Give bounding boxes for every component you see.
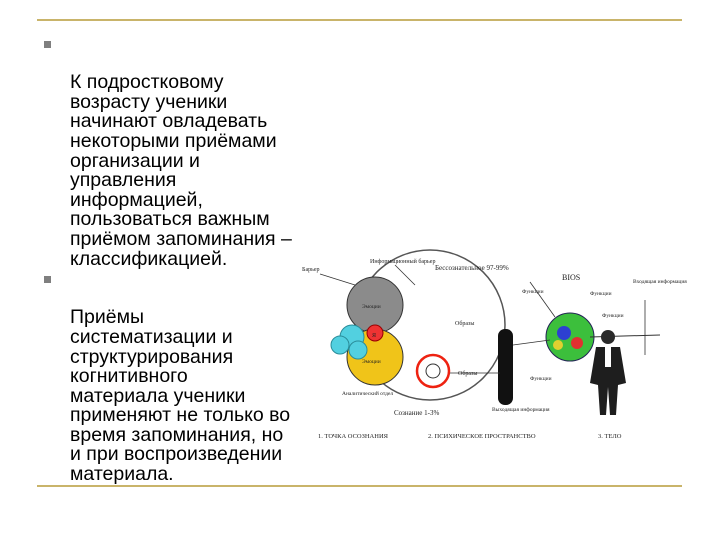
bullet-square-icon xyxy=(44,276,51,284)
focus-point xyxy=(425,363,441,379)
label-right-b: Функции xyxy=(590,291,612,297)
footer-2: 2. ПСИХИЧЕСКОЕ ПРОСТРАНСТВО xyxy=(428,433,536,440)
label-images-2: Образы xyxy=(458,370,477,377)
bullet-item: К подростковому возрасту ученики начинаю… xyxy=(44,34,324,269)
label-outgoing: Выходящая информация xyxy=(492,406,550,413)
label-conscious: Сознание 1-3% xyxy=(394,409,439,417)
label-top-left: Барьер xyxy=(302,267,320,273)
blue-dot xyxy=(557,326,571,340)
bullet-square-icon xyxy=(44,41,51,48)
label-unconscious: Бессознательное 97-99% xyxy=(435,264,509,272)
red-dot xyxy=(571,337,583,349)
mind-diagram: Информационный барьер Барьер Бессознател… xyxy=(302,249,687,440)
footer-1: 1. ТОЧКА ОСОЗНАНИЯ xyxy=(318,433,389,440)
label-incoming: Входящая информация xyxy=(633,278,687,285)
black-bar xyxy=(498,329,513,405)
top-divider xyxy=(37,19,682,21)
label-left-yellow: Эмоции xyxy=(362,359,381,365)
label-right-a: Функции xyxy=(522,289,544,295)
label-analytical: Аналитический отдел xyxy=(342,390,393,397)
label-left-gray: Эмоции xyxy=(362,304,381,310)
bullet-list: К подростковому возрасту ученики начинаю… xyxy=(44,34,324,485)
person-icon xyxy=(590,347,626,415)
green-circle xyxy=(545,312,595,362)
cyan-blob xyxy=(348,340,368,360)
bullet-text: К подростковому возрасту ученики начинаю… xyxy=(70,71,292,270)
label-right-d: Функции xyxy=(530,376,552,382)
shirt xyxy=(605,347,611,367)
bullet-item: Приёмы систематизации и структурирования… xyxy=(44,269,324,485)
label-images-1: Образы xyxy=(455,320,474,327)
bullet-text: Приёмы систематизации и структурирования… xyxy=(70,306,291,486)
yellow-dot xyxy=(553,340,563,350)
head-icon xyxy=(601,330,615,344)
label-bios: BIOS xyxy=(562,273,580,282)
ya-point xyxy=(366,324,384,342)
bottom-divider xyxy=(37,485,682,487)
cyan-blob xyxy=(330,335,350,355)
footer-3: 3. ТЕЛО xyxy=(598,433,622,440)
label-top-center: Информационный барьер xyxy=(370,258,435,265)
label-ya: Я xyxy=(372,333,376,339)
label-right-c: Функции xyxy=(602,313,624,319)
red-highlight xyxy=(415,353,451,389)
